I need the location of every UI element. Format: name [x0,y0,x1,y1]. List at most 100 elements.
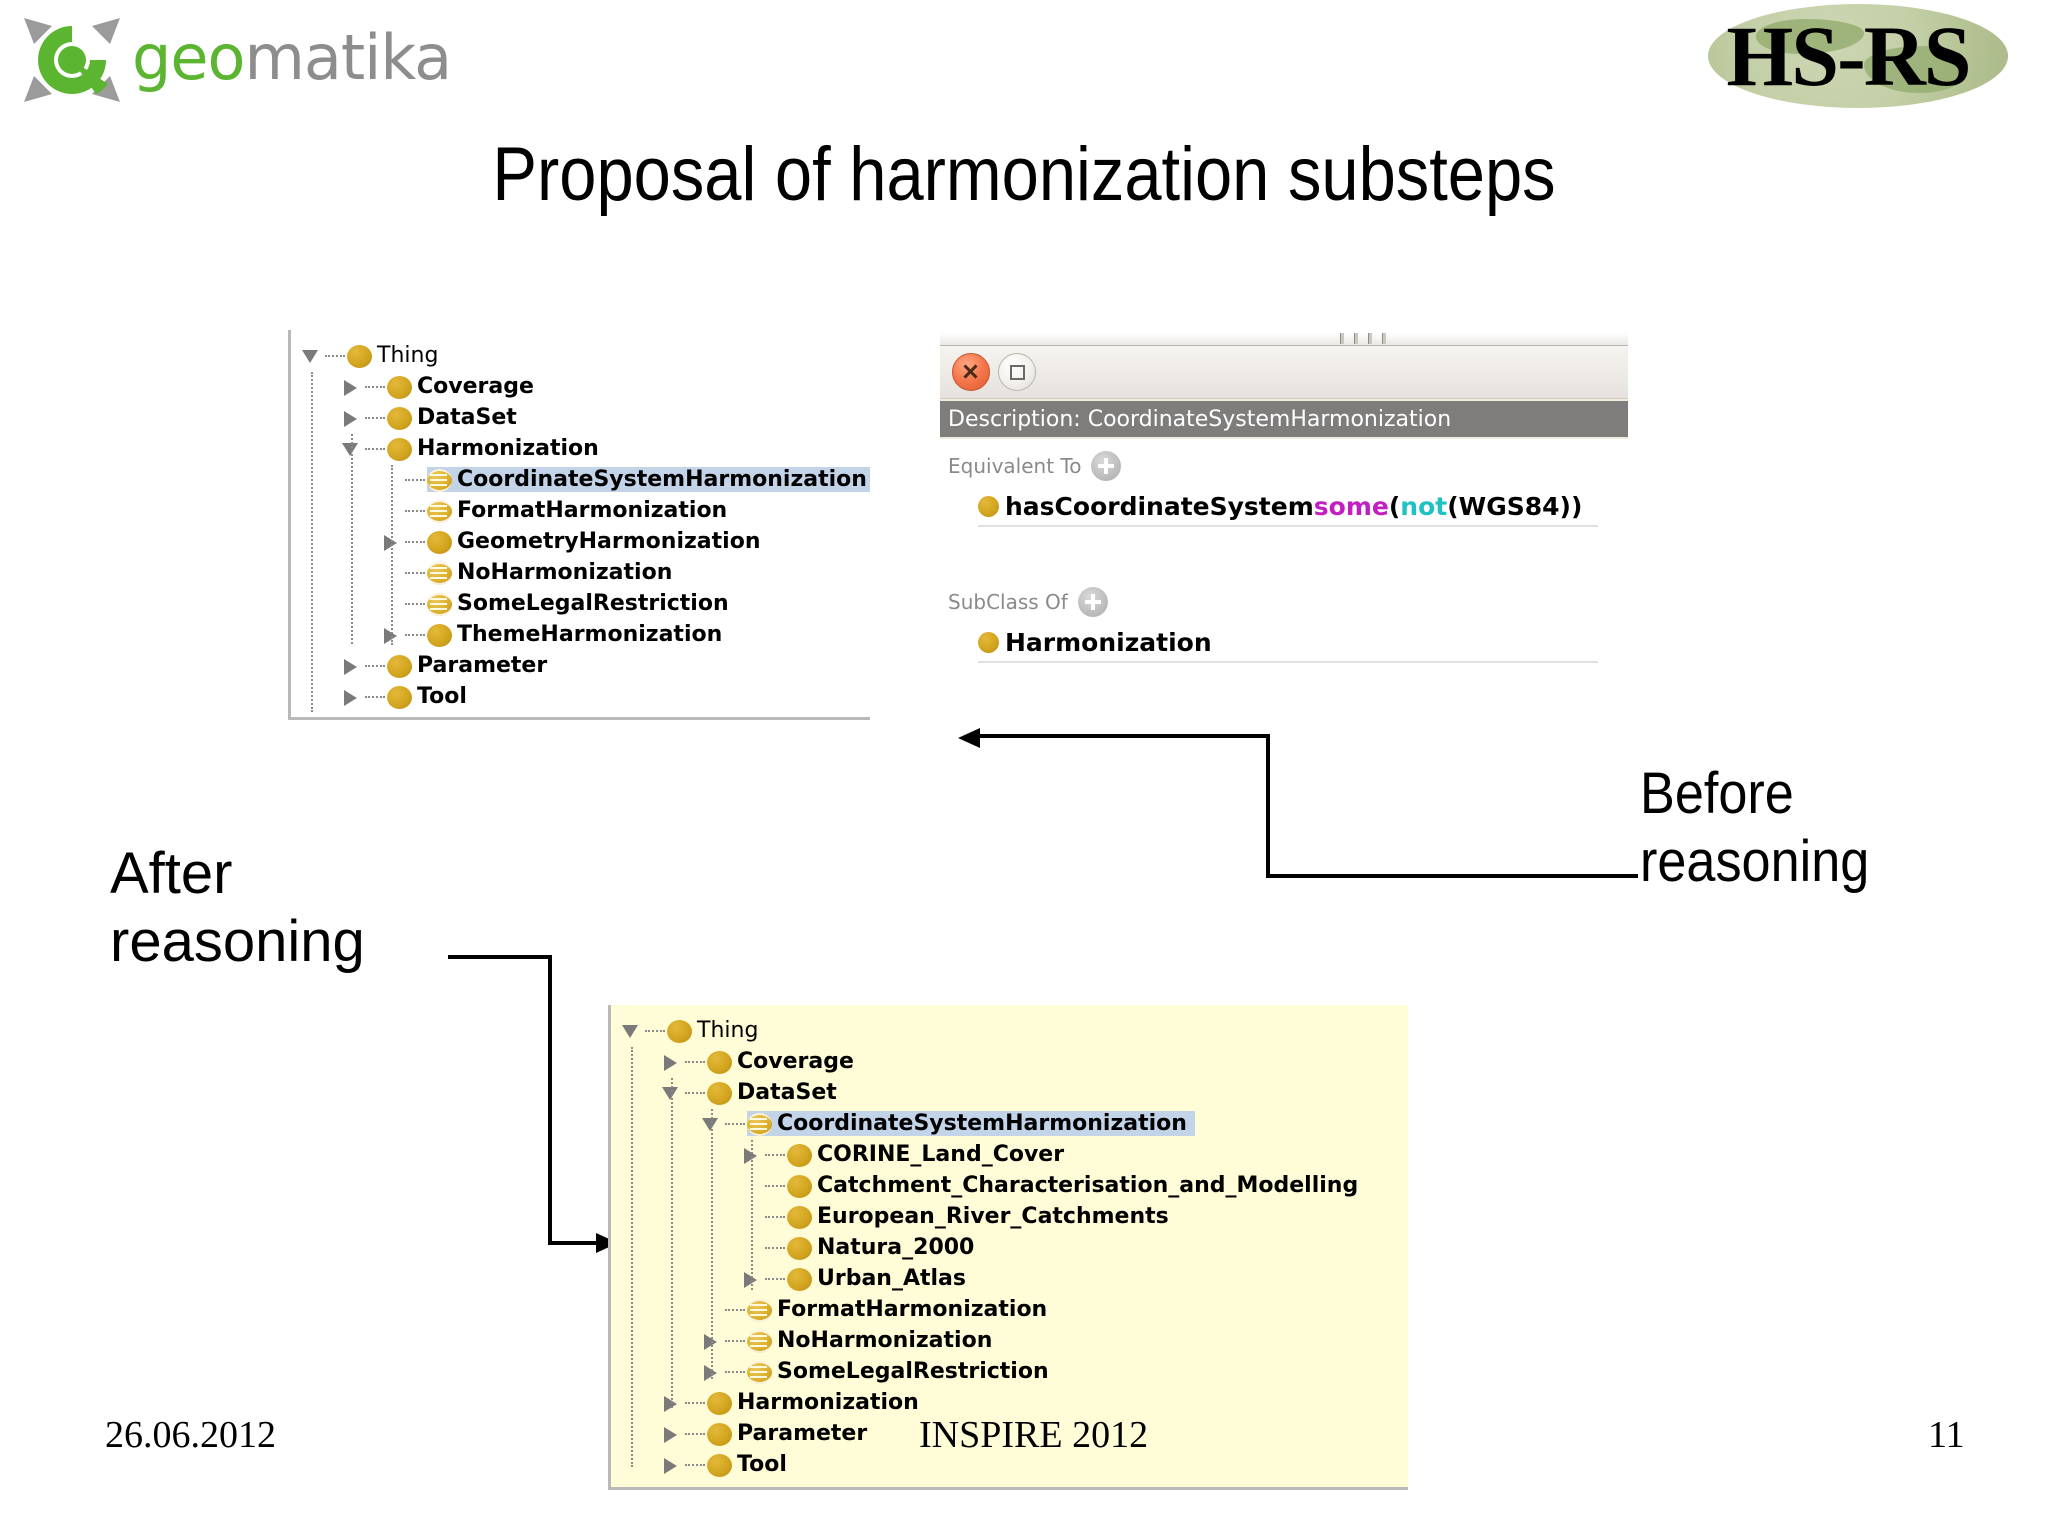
expand-triangle-icon[interactable] [659,1387,685,1418]
after-reasoning-label: After reasoning [110,840,530,976]
tree-node[interactable]: CoordinateSystemHarmonization [291,464,870,495]
tree-connector-line [405,464,427,495]
tree-node[interactable]: SomeLegalRestriction [291,588,870,619]
tree-node-content[interactable]: NoHarmonization [747,1328,996,1353]
tree-node[interactable]: Coverage [611,1046,1408,1077]
expand-triangle-icon[interactable] [379,619,405,650]
window-grip-handle[interactable] [1340,333,1414,344]
expand-triangle-icon[interactable] [339,650,365,681]
tree-node[interactable]: Harmonization [291,433,870,464]
tree-node[interactable]: Harmonization [611,1387,1408,1418]
expand-triangle-icon[interactable] [659,1449,685,1480]
tree-node[interactable]: Thing [611,1015,1408,1046]
expand-triangle-icon[interactable] [739,1263,765,1294]
collapse-triangle-icon[interactable] [619,1015,645,1046]
tree-node[interactable]: European_River_Catchments [611,1201,1408,1232]
tree-node[interactable]: Tool [291,681,870,712]
expand-triangle-icon[interactable] [699,1325,725,1356]
tree-node-content[interactable]: Parameter [387,653,551,678]
tree-node[interactable]: ThemeHarmonization [291,619,870,650]
tree-node[interactable]: Natura_2000 [611,1232,1408,1263]
tree-node-content[interactable]: DataSet [707,1080,841,1105]
tree-node-label: Coverage [417,374,534,399]
after-reasoning-line-vertical [548,955,552,1245]
tree-node-content[interactable]: Harmonization [707,1390,923,1415]
tree-node[interactable]: FormatHarmonization [611,1294,1408,1325]
expand-triangle-icon[interactable] [659,1418,685,1449]
expand-triangle-icon[interactable] [659,1046,685,1077]
collapse-triangle-icon[interactable] [659,1077,685,1108]
add-equivalent-class-button[interactable] [1091,451,1122,481]
add-superclass-button[interactable] [1077,587,1108,617]
tree-node-content[interactable]: NoHarmonization [427,560,676,585]
axiom-row[interactable]: Harmonization [978,623,1598,663]
tree-node-content[interactable]: GeometryHarmonization [427,529,764,554]
tree-node-content[interactable]: Harmonization [387,436,603,461]
tree-node-label: CoordinateSystemHarmonization [457,467,870,492]
expand-triangle-icon[interactable] [739,1139,765,1170]
tree-node[interactable]: FormatHarmonization [291,495,870,526]
tree-node[interactable]: NoHarmonization [291,557,870,588]
tree-node-content[interactable]: Coverage [387,374,538,399]
tree-node[interactable]: Parameter [611,1418,1408,1449]
tree-node[interactable]: Urban_Atlas [611,1263,1408,1294]
tree-node-content[interactable]: Natura_2000 [787,1235,978,1260]
tree-node-content[interactable]: DataSet [387,405,521,430]
tree-node-label: ThemeHarmonization [457,622,723,647]
tree-node[interactable]: Thing [291,340,870,371]
tree-node-content[interactable]: CORINE_Land_Cover [787,1142,1068,1167]
tree-node[interactable]: CoordinateSystemHarmonization [611,1108,1408,1139]
tree-node-content[interactable]: Thing [347,343,442,368]
tree-node[interactable]: Tool [611,1449,1408,1480]
close-icon[interactable] [952,353,990,391]
tree-node[interactable]: GeometryHarmonization [291,526,870,557]
tree-node[interactable]: Catchment_Characterisation_and_Modelling [611,1170,1408,1201]
tree-node-label: Parameter [417,653,548,678]
collapse-triangle-icon[interactable] [339,433,365,464]
description-window[interactable]: Description: CoordinateSystemHarmonizati… [940,333,1628,721]
tree-node[interactable]: DataSet [291,402,870,433]
tree-node-content[interactable]: Coverage [707,1049,858,1074]
collapse-triangle-icon[interactable] [299,340,325,371]
tree-node-content[interactable]: Urban_Atlas [787,1266,970,1291]
expand-triangle-icon[interactable] [339,402,365,433]
collapse-triangle-icon[interactable] [699,1108,725,1139]
tree-node-label: Urban_Atlas [817,1266,966,1291]
tree-node-content[interactable]: FormatHarmonization [427,498,731,523]
tree-node-content[interactable]: SomeLegalRestriction [427,591,733,616]
tree-node-label: FormatHarmonization [777,1297,1048,1322]
tree-node-content[interactable]: CoordinateSystemHarmonization [427,467,870,492]
tree-node-content[interactable]: FormatHarmonization [747,1297,1051,1322]
tree-node[interactable]: Coverage [291,371,870,402]
tree-node[interactable]: NoHarmonization [611,1325,1408,1356]
tree-node-content[interactable]: European_River_Catchments [787,1204,1173,1229]
tree-node-content[interactable]: SomeLegalRestriction [747,1359,1053,1384]
expand-triangle-icon[interactable] [379,526,405,557]
class-icon [347,344,372,368]
tree-node-content[interactable]: Catchment_Characterisation_and_Modelling [787,1173,1362,1198]
tree-node-content[interactable]: Tool [387,684,471,709]
expand-triangle-icon[interactable] [339,681,365,712]
tree-node[interactable]: Parameter [291,650,870,681]
before-reasoning-line-bottom [1266,874,1638,878]
expand-triangle-icon[interactable] [699,1356,725,1387]
tree-node-content[interactable]: Parameter [707,1421,871,1446]
tree-guide-line [631,1047,633,1467]
tree-node-content[interactable]: Tool [707,1452,791,1477]
tree-node[interactable]: SomeLegalRestriction [611,1356,1408,1387]
axiom-row[interactable]: hasCoordinateSystem some (not (WGS84)) [978,487,1598,527]
section-equivalent-to: Equivalent To hasCoordinateSystem some (… [948,449,1628,527]
maximize-icon[interactable] [998,353,1036,391]
hsrs-logo: HS-RS [1648,0,2048,110]
tree-node-content[interactable]: Thing [667,1018,762,1043]
tree-node-content[interactable]: CoordinateSystemHarmonization [747,1111,1195,1136]
tree-node[interactable]: CORINE_Land_Cover [611,1139,1408,1170]
expand-triangle-icon[interactable] [339,371,365,402]
before-reasoning-line-top [978,734,1270,738]
tree-node-content[interactable]: ThemeHarmonization [427,622,726,647]
tree-connector-line [725,1294,747,1325]
tree-connector-line [645,1015,667,1046]
tree-node[interactable]: DataSet [611,1077,1408,1108]
